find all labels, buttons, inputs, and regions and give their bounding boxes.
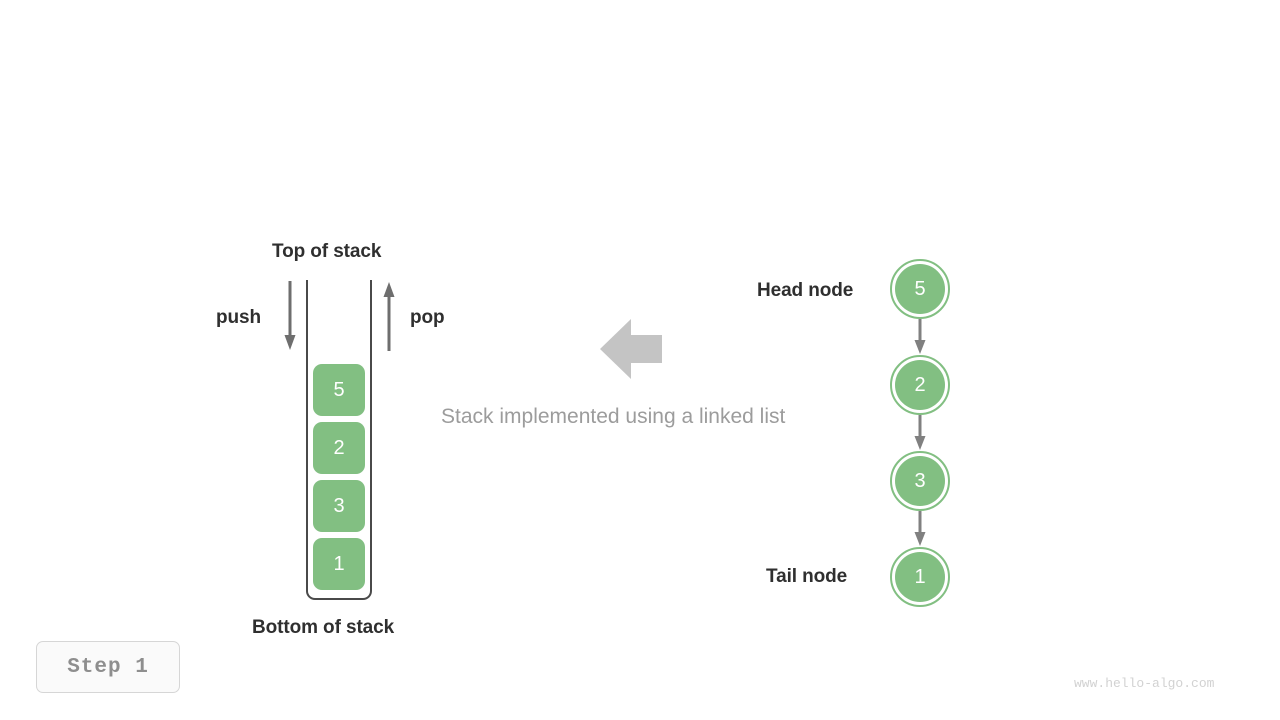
node-link-arrow-icon [913, 415, 927, 451]
node-value: 2 [895, 360, 945, 410]
stack-pop-label: pop [410, 307, 445, 328]
node-outer-ring [890, 355, 950, 415]
linked-list-node: 3 [890, 451, 950, 511]
stack-item: 5 [313, 364, 365, 416]
stack-item: 1 [313, 538, 365, 590]
node-value: 1 [895, 552, 945, 602]
stack-container [306, 280, 372, 600]
linked-list-head-label: Head node [757, 280, 854, 301]
linked-list-node: 1 [890, 547, 950, 607]
linked-list-node: 5 [890, 259, 950, 319]
watermark: www.hello-algo.com [1074, 676, 1215, 691]
node-outer-ring [890, 259, 950, 319]
linked-list-tail-label: Tail node [766, 566, 848, 587]
push-arrow-icon [283, 281, 297, 351]
stack-item: 3 [313, 480, 365, 532]
stack-bottom-label: Bottom of stack [252, 617, 395, 638]
node-outer-ring [890, 451, 950, 511]
node-link-arrow-icon [913, 319, 927, 355]
stack-item: 2 [313, 422, 365, 474]
node-value: 3 [895, 456, 945, 506]
transform-left-arrow-icon [600, 318, 662, 380]
stack-push-label: push [216, 307, 261, 328]
pop-arrow-icon [382, 281, 396, 351]
stack-top-label: Top of stack [272, 241, 382, 262]
stack-item-list: 5 2 3 1 [313, 364, 365, 590]
diagram-caption: Stack implemented using a linked list [441, 405, 786, 428]
node-outer-ring [890, 547, 950, 607]
linked-list-node: 2 [890, 355, 950, 415]
node-link-arrow-icon [913, 511, 927, 547]
node-value: 5 [895, 264, 945, 314]
step-badge: Step 1 [36, 641, 180, 693]
